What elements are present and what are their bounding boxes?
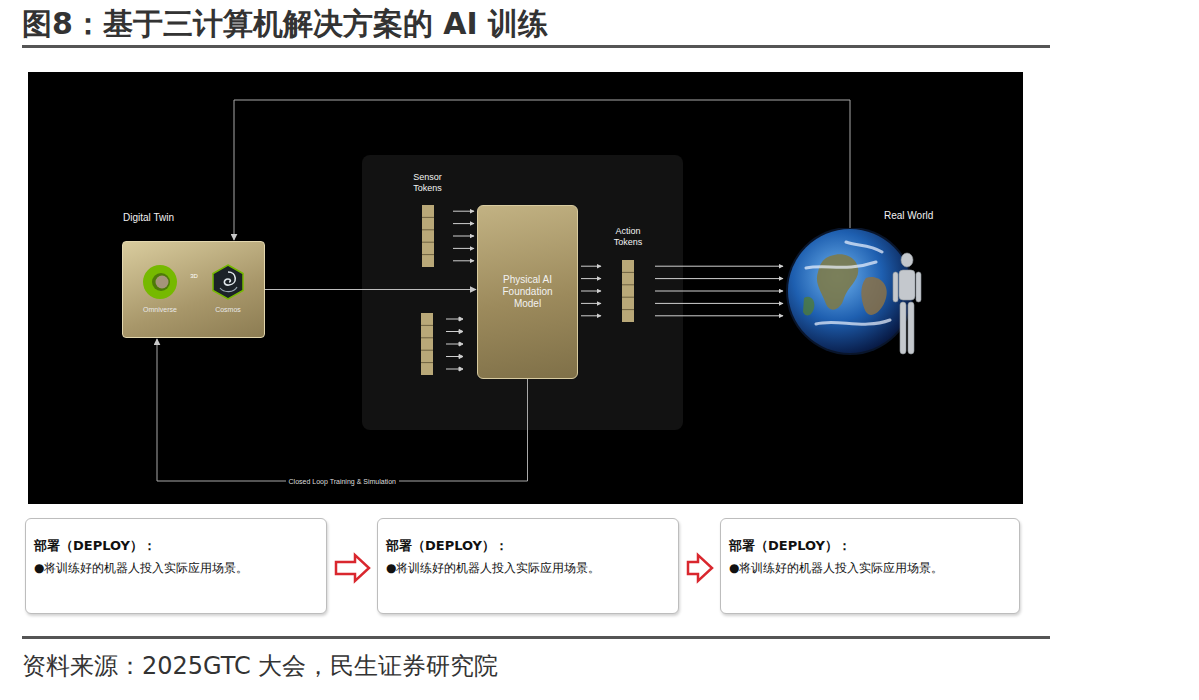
token-arrow: [453, 223, 474, 224]
box-heading: 部署（DEPLOY）：: [34, 538, 318, 554]
block-arrow: [336, 555, 369, 581]
token-arrow: [453, 248, 474, 249]
token-arrow: [581, 315, 601, 316]
caption: 资料来源：2025GTC 大会，民生证券研究院: [22, 650, 498, 682]
token-arrow: [581, 266, 601, 267]
box-heading: 部署（DEPLOY）：: [729, 538, 1011, 554]
node-heading: Real World: [884, 210, 933, 222]
edge-label: Closed Loop Training & Simulation: [286, 477, 399, 486]
token-arrow: [453, 236, 474, 237]
twin-node: Digital TwinOmniverseCosmos: [122, 241, 265, 338]
omni-node: Omniverse: [135, 264, 185, 322]
token-arrow: [453, 211, 474, 212]
token-stack: [422, 205, 434, 267]
video-panel: [28, 72, 1023, 504]
token-arrow: [581, 278, 601, 279]
node-heading: Sensor Tokens: [405, 172, 450, 194]
tokens-node: Sensor Tokens: [405, 172, 450, 269]
token-arrows: [446, 317, 463, 371]
flow-line: [265, 289, 476, 290]
omniverse-icon: [142, 264, 178, 300]
box-heading: 部署（DEPLOY）：: [386, 538, 670, 554]
box-body: ●将训练好的机器人投入实际应用场景。: [729, 561, 1011, 576]
box-body: ●将训练好的机器人投入实际应用场景。: [34, 561, 318, 576]
earth-node: Real World: [786, 228, 931, 358]
connector: [336, 555, 369, 581]
token-stack: [421, 313, 433, 375]
box-body: ●将训练好的机器人投入实际应用场景。: [386, 561, 670, 576]
model-panel: [362, 155, 683, 430]
token-arrow: [655, 291, 783, 292]
token-stack: [622, 260, 634, 322]
node-label: Physical AI Foundation Model: [488, 274, 567, 310]
title: 图8：基于三计算机解决方案的 AI 训练: [22, 4, 548, 45]
deploy-node: 部署（DEPLOY）： ●将训练好的机器人投入实际应用场景。: [377, 518, 679, 614]
caption-rule: [22, 636, 1050, 639]
token-arrow: [581, 291, 601, 292]
token-arrow: [655, 278, 783, 279]
deploy-node: 部署（DEPLOY）： ●将训练好的机器人投入实际应用场景。: [720, 518, 1020, 614]
token-arrow: [581, 303, 601, 304]
token-arrow: [655, 303, 783, 304]
cosmos-icon: [210, 264, 246, 300]
cosmos-node: Cosmos: [203, 264, 253, 322]
connector: [157, 339, 528, 481]
token-arrow: [655, 315, 783, 316]
node-heading: Digital Twin: [123, 212, 174, 224]
connector: [265, 289, 476, 290]
connector: [453, 211, 474, 261]
earth-robot-picture: [786, 228, 931, 358]
tokens-node: Action Tokens: [604, 226, 652, 324]
token-arrow: [655, 266, 783, 267]
block-arrow: [688, 555, 712, 581]
title-rule: [22, 45, 1050, 48]
connector: [655, 266, 783, 316]
icon-label: Cosmos: [203, 306, 253, 314]
connector: [688, 555, 712, 581]
loop-line: [157, 339, 528, 481]
icon-label: Omniverse: [135, 306, 185, 314]
deploy-node: 部署（DEPLOY）： ●将训练好的机器人投入实际应用场景。: [25, 518, 327, 614]
connector: [581, 266, 601, 316]
edge-label: 3D: [190, 273, 198, 280]
token-arrow: [453, 260, 474, 261]
node-heading: Action Tokens: [604, 226, 652, 248]
model-node: Physical AI Foundation Model: [477, 205, 578, 379]
